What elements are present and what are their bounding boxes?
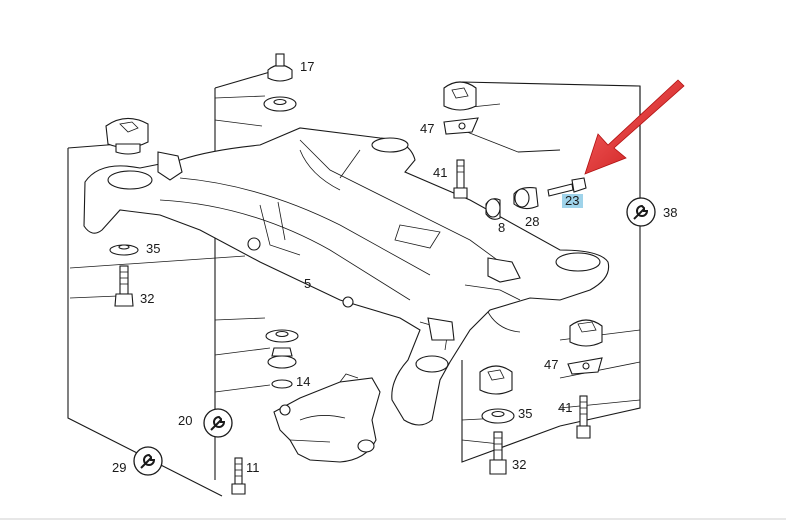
part-label-41-lower: 41 <box>558 400 572 415</box>
mount-right-lower <box>567 319 603 375</box>
part-label-47-lower: 47 <box>544 357 558 372</box>
bolt-41-lower <box>576 395 591 439</box>
center-washers <box>265 329 299 389</box>
part-label-8: 8 <box>498 220 505 235</box>
bolt-41-upper <box>453 159 468 199</box>
sleeve-28 <box>513 187 539 210</box>
part-label-32-right: 32 <box>512 457 526 472</box>
part-label-5: 5 <box>304 276 311 291</box>
washer-35-left <box>109 244 139 256</box>
part-label-41-upper: 41 <box>433 165 447 180</box>
differential-housing <box>273 373 381 463</box>
frame-lines <box>67 71 641 497</box>
red-arrow-pointer <box>584 79 685 175</box>
bushing-8 <box>485 198 501 220</box>
mount-right-upper <box>443 81 479 135</box>
part-label-35-right: 35 <box>518 406 532 421</box>
wrench-icon <box>626 197 656 227</box>
bolt-23 <box>547 177 587 197</box>
part-label-11: 11 <box>246 460 260 475</box>
part-label-38: 38 <box>663 205 677 220</box>
part-label-29: 29 <box>112 460 126 475</box>
wrench-icon <box>133 446 163 476</box>
bolt-32-right <box>489 431 507 475</box>
bolt-11 <box>231 457 246 495</box>
part-label-23: 23 <box>565 193 579 208</box>
part-label-28: 28 <box>525 214 539 229</box>
mount-left-upper <box>105 117 149 155</box>
label-23-highlight <box>562 194 583 208</box>
part-label-14: 14 <box>296 374 310 389</box>
subframe <box>83 127 610 426</box>
part-label-17: 17 <box>300 59 314 74</box>
bolt-32-left <box>114 265 134 307</box>
mount-17 <box>263 53 297 112</box>
wrench-icon <box>203 408 233 438</box>
part-label-20: 20 <box>178 413 192 428</box>
part-label-32-left: 32 <box>140 291 154 306</box>
part-label-47-upper: 47 <box>420 121 434 136</box>
part-label-35-left: 35 <box>146 241 160 256</box>
mount-bottom-center <box>479 365 515 424</box>
